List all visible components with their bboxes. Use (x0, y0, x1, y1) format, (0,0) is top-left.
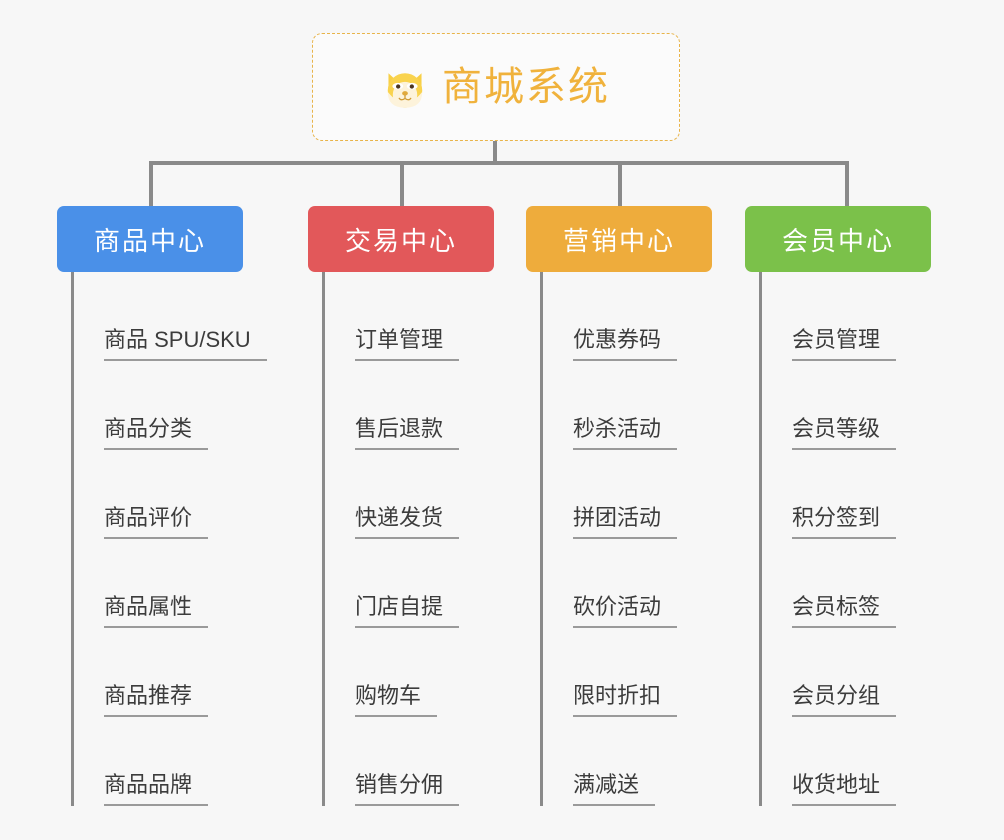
leaf-label: 拼团活动 (573, 505, 678, 539)
list-item[interactable]: 商品品牌 (74, 717, 267, 806)
list-item[interactable]: 秒杀活动 (543, 361, 712, 450)
branch-column-1: 商品中心 商品 SPU/SKU 商品分类 商品评价 商品属性 商品推荐 商品品牌 (57, 206, 267, 806)
leaf-list-1: 商品 SPU/SKU 商品分类 商品评价 商品属性 商品推荐 商品品牌 (71, 272, 267, 806)
list-item[interactable]: 购物车 (325, 628, 494, 717)
leaf-label: 砍价活动 (573, 594, 678, 628)
list-item[interactable]: 商品推荐 (74, 628, 267, 717)
list-item[interactable]: 砍价活动 (543, 539, 712, 628)
list-item[interactable]: 快递发货 (325, 450, 494, 539)
leaf-label: 商品属性 (104, 594, 209, 628)
leaf-label: 限时折扣 (573, 683, 678, 717)
list-item[interactable]: 会员标签 (762, 539, 931, 628)
leaf-list-4: 会员管理 会员等级 积分签到 会员标签 会员分组 收货地址 (759, 272, 931, 806)
root-title: 商城系统 (442, 65, 610, 109)
leaf-label: 快递发货 (355, 505, 460, 539)
leaf-label: 销售分佣 (355, 772, 460, 806)
list-item[interactable]: 拼团活动 (543, 450, 712, 539)
leaf-label: 满减送 (573, 772, 656, 806)
connector-drop-3 (618, 161, 622, 206)
connector-drop-1 (149, 161, 153, 206)
category-header-1[interactable]: 商品中心 (57, 206, 243, 272)
list-item[interactable]: 收货地址 (762, 717, 931, 806)
leaf-label: 收货地址 (792, 772, 897, 806)
list-item[interactable]: 销售分佣 (325, 717, 494, 806)
category-header-4[interactable]: 会员中心 (745, 206, 931, 272)
leaf-label: 商品分类 (104, 416, 209, 450)
list-item[interactable]: 会员分组 (762, 628, 931, 717)
branch-column-3: 营销中心 优惠券码 秒杀活动 拼团活动 砍价活动 限时折扣 满减送 (526, 206, 712, 806)
leaf-label: 商品品牌 (104, 772, 209, 806)
list-item[interactable]: 商品属性 (74, 539, 267, 628)
connector-drop-4 (845, 161, 849, 206)
leaf-label: 门店自提 (355, 594, 460, 628)
leaf-label: 商品 SPU/SKU (104, 327, 267, 361)
leaf-label: 购物车 (355, 683, 438, 717)
leaf-list-2: 订单管理 售后退款 快递发货 门店自提 购物车 销售分佣 (322, 272, 494, 806)
list-item[interactable]: 售后退款 (325, 361, 494, 450)
root-node[interactable]: 商城系统 (312, 33, 680, 141)
leaf-list-3: 优惠券码 秒杀活动 拼团活动 砍价活动 限时折扣 满减送 (540, 272, 712, 806)
leaf-label: 会员等级 (792, 416, 897, 450)
list-item[interactable]: 会员等级 (762, 361, 931, 450)
leaf-label: 商品评价 (104, 505, 209, 539)
list-item[interactable]: 商品评价 (74, 450, 267, 539)
leaf-label: 订单管理 (355, 327, 460, 361)
connector-drop-2 (400, 161, 404, 206)
connector-stem (493, 141, 497, 165)
leaf-label: 会员标签 (792, 594, 897, 628)
list-item[interactable]: 商品 SPU/SKU (74, 272, 267, 361)
list-item[interactable]: 积分签到 (762, 450, 931, 539)
list-item[interactable]: 满减送 (543, 717, 712, 806)
leaf-label: 会员分组 (792, 683, 897, 717)
list-item[interactable]: 商品分类 (74, 361, 267, 450)
list-item[interactable]: 门店自提 (325, 539, 494, 628)
shiba-dog-face-icon (387, 73, 423, 108)
leaf-label: 优惠券码 (573, 327, 678, 361)
leaf-label: 积分签到 (792, 505, 897, 539)
leaf-label: 会员管理 (792, 327, 897, 361)
leaf-label: 秒杀活动 (573, 416, 678, 450)
list-item[interactable]: 限时折扣 (543, 628, 712, 717)
list-item[interactable]: 订单管理 (325, 272, 494, 361)
connector-bus (149, 161, 849, 165)
leaf-label: 商品推荐 (104, 683, 209, 717)
category-header-2[interactable]: 交易中心 (308, 206, 494, 272)
branch-column-2: 交易中心 订单管理 售后退款 快递发货 门店自提 购物车 销售分佣 (308, 206, 494, 806)
leaf-label: 售后退款 (355, 416, 460, 450)
list-item[interactable]: 优惠券码 (543, 272, 712, 361)
branch-column-4: 会员中心 会员管理 会员等级 积分签到 会员标签 会员分组 收货地址 (745, 206, 931, 806)
list-item[interactable]: 会员管理 (762, 272, 931, 361)
category-header-3[interactable]: 营销中心 (526, 206, 712, 272)
